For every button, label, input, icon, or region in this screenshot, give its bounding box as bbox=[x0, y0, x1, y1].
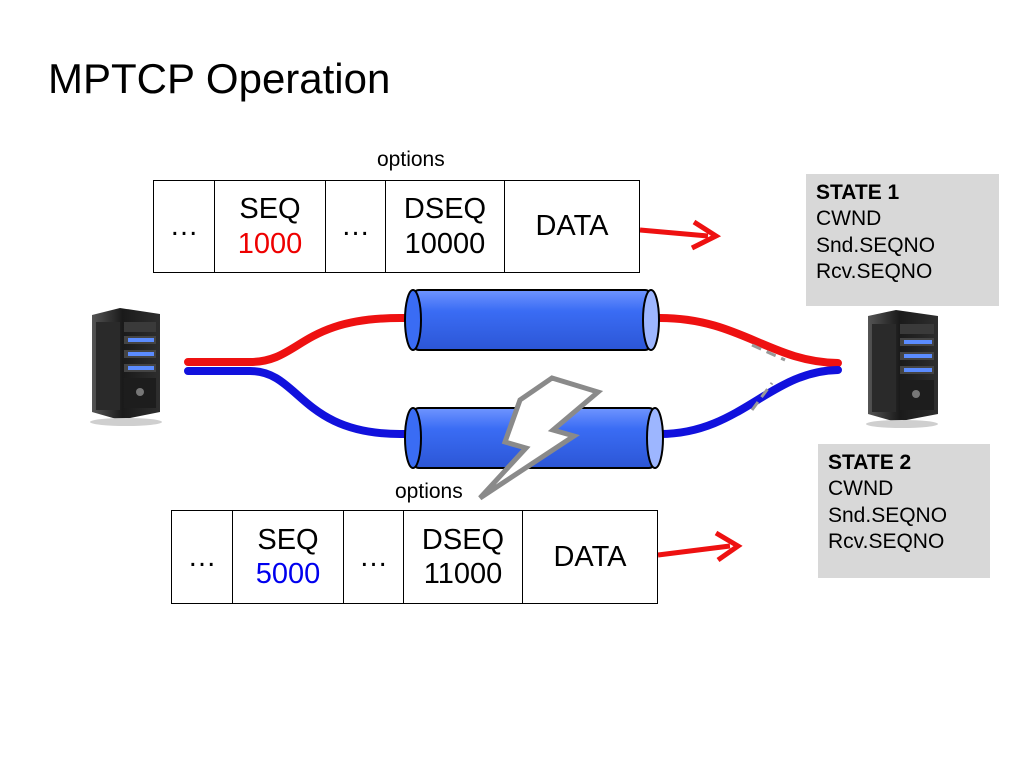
data-label: DATA bbox=[553, 540, 627, 573]
dseq-label: DSEQ bbox=[403, 193, 487, 226]
state-line: Rcv.SEQNO bbox=[828, 529, 945, 553]
seq-label: SEQ bbox=[257, 523, 319, 556]
ellipsis-text: … bbox=[187, 540, 217, 573]
dseq-label: DSEQ bbox=[421, 523, 505, 556]
lightning-icon bbox=[478, 375, 604, 501]
state-box-2: STATE 2 CWND Snd.SEQNO Rcv.SEQNO bbox=[818, 444, 990, 578]
seq-value: 1000 bbox=[237, 227, 303, 260]
state-header: STATE 1 bbox=[816, 181, 900, 204]
state-box-1: STATE 1 CWND Snd.SEQNO Rcv.SEQNO bbox=[806, 174, 999, 306]
seq-value: 5000 bbox=[255, 558, 321, 590]
state-line: Snd.SEQNO bbox=[816, 233, 936, 257]
page-title: MPTCP Operation bbox=[48, 55, 391, 102]
packet-header-2: … SEQ 5000 … DSEQ 11000 DATA bbox=[171, 510, 658, 604]
seq-label: SEQ bbox=[239, 193, 301, 226]
ellipsis-cell: … bbox=[154, 181, 214, 272]
pipe-top bbox=[404, 289, 660, 351]
data-cell: DATA bbox=[504, 181, 639, 272]
connector-dashed-top bbox=[751, 343, 786, 362]
data-cell: DATA bbox=[522, 511, 657, 603]
state-line: CWND bbox=[816, 207, 882, 231]
seq-cell: SEQ 1000 bbox=[214, 181, 325, 272]
ellipsis-cell: … bbox=[172, 511, 232, 603]
arrow-right-icon-top bbox=[639, 219, 722, 251]
state-header: STATE 2 bbox=[828, 451, 912, 474]
ellipsis-cell: … bbox=[325, 181, 385, 272]
dseq-value: 11000 bbox=[423, 558, 503, 590]
connector-dashed-bottom bbox=[750, 382, 774, 411]
state-line: Rcv.SEQNO bbox=[816, 259, 933, 283]
packet-header-1: … SEQ 1000 … DSEQ 10000 DATA bbox=[153, 180, 640, 273]
options-label-bottom: options bbox=[395, 480, 463, 503]
subflow-2-path bbox=[184, 366, 842, 438]
server-icon-right bbox=[866, 310, 938, 428]
ellipsis-text: … bbox=[169, 210, 199, 243]
seq-cell: SEQ 5000 bbox=[232, 511, 343, 603]
state-line: Snd.SEQNO bbox=[828, 503, 948, 527]
data-label: DATA bbox=[535, 210, 609, 243]
state-line: CWND bbox=[828, 477, 894, 501]
ellipsis-text: … bbox=[359, 540, 388, 573]
options-label-top: options bbox=[377, 148, 445, 171]
arrow-right-icon-bottom bbox=[657, 530, 743, 563]
dseq-cell: DSEQ 11000 bbox=[403, 511, 522, 603]
server-icon-left bbox=[90, 308, 162, 426]
dseq-cell: DSEQ 10000 bbox=[385, 181, 504, 272]
ellipsis-cell: … bbox=[343, 511, 403, 603]
ellipsis-text: … bbox=[341, 210, 370, 243]
dseq-value: 10000 bbox=[404, 227, 486, 260]
